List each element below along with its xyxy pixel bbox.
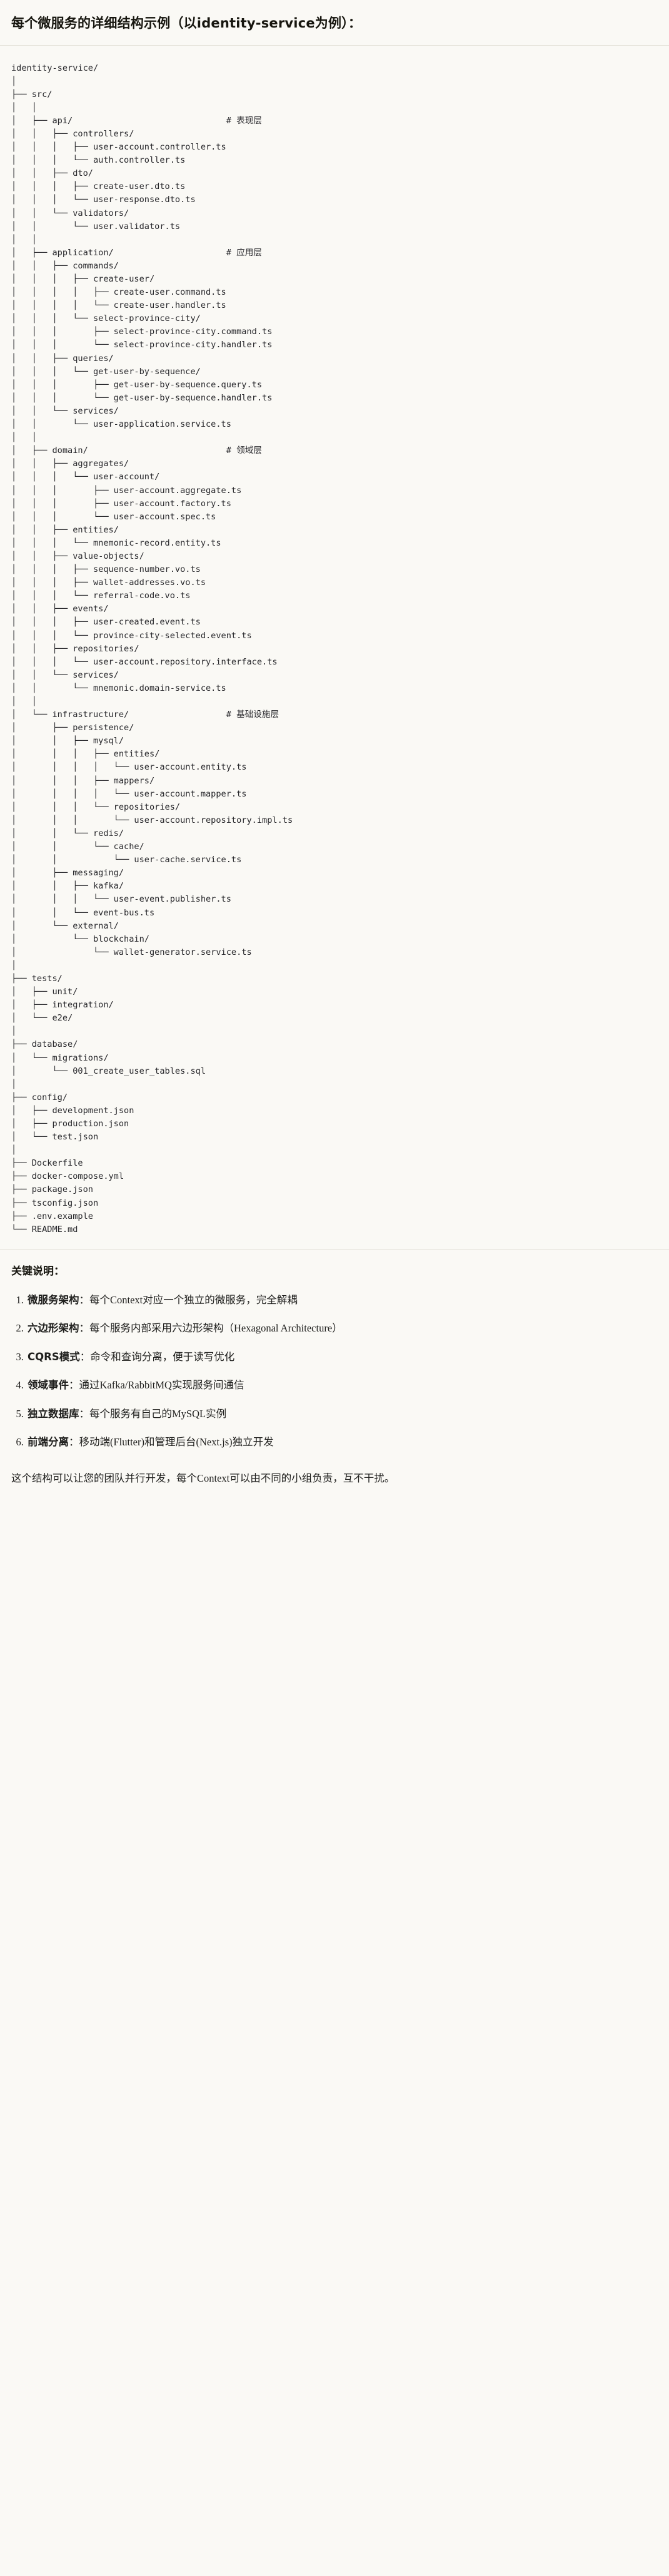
key-note-term: 六边形架构 xyxy=(28,1322,79,1335)
key-note-item: 独立数据库：每个服务有自己的MySQL实例 xyxy=(26,1406,658,1422)
key-note-separator: ： xyxy=(79,1350,91,1363)
key-note-separator: ： xyxy=(79,1407,90,1420)
directory-tree: identity-service/ │ ├── src/ │ │ │ ├── a… xyxy=(11,63,293,1235)
key-note-item: CQRS模式：命令和查询分离，便于读写优化 xyxy=(26,1349,658,1365)
key-note-separator: ： xyxy=(69,1436,79,1448)
title-divider xyxy=(0,44,669,46)
page-root: 每个微服务的详细结构示例（以identity-service为例）： ident… xyxy=(0,0,669,1503)
page-title: 每个微服务的详细结构示例（以identity-service为例）： xyxy=(11,16,362,31)
key-note-separator: ： xyxy=(69,1379,79,1392)
key-note-item: 六边形架构：每个服务内部采用六边形架构（Hexagonal Architectu… xyxy=(26,1320,658,1336)
key-note-description: 命令和查询分离，便于读写优化 xyxy=(90,1350,235,1363)
key-note-description: 移动端(Flutter)和管理后台(Next.js)独立开发 xyxy=(79,1436,274,1448)
key-notes-list: 微服务架构：每个Context对应一个独立的微服务，完全解耦六边形架构：每个服务… xyxy=(11,1292,658,1450)
key-note-term: 微服务架构 xyxy=(28,1293,79,1306)
key-note-term: 领域事件 xyxy=(28,1379,69,1392)
key-note-term: 前端分离 xyxy=(28,1436,69,1448)
tree-divider xyxy=(0,1248,669,1250)
key-note-description: 每个Context对应一个独立的微服务，完全解耦 xyxy=(89,1293,298,1306)
key-notes-heading: 关键说明： xyxy=(11,1265,64,1278)
key-note-term: CQRS模式 xyxy=(28,1350,80,1363)
closing-paragraph: 这个结构可以让您的团队并行开发，每个Context可以由不同的小组负责，互不干扰… xyxy=(11,1472,395,1485)
key-note-item: 前端分离：移动端(Flutter)和管理后台(Next.js)独立开发 xyxy=(26,1434,658,1450)
key-note-term: 独立数据库 xyxy=(28,1407,79,1420)
key-note-separator: ： xyxy=(79,1293,90,1306)
key-notes-section: 关键说明： 微服务架构：每个Context对应一个独立的微服务，完全解耦六边形架… xyxy=(0,1250,669,1465)
key-note-item: 微服务架构：每个Context对应一个独立的微服务，完全解耦 xyxy=(26,1292,658,1308)
key-note-item: 领域事件：通过Kafka/RabbitMQ实现服务间通信 xyxy=(26,1377,658,1393)
key-note-separator: ： xyxy=(79,1322,90,1335)
key-note-description: 每个服务内部采用六边形架构（Hexagonal Architecture） xyxy=(89,1322,343,1335)
key-note-description: 每个服务有自己的MySQL实例 xyxy=(89,1407,227,1420)
key-note-description: 通过Kafka/RabbitMQ实现服务间通信 xyxy=(79,1379,244,1392)
directory-tree-block: identity-service/ │ ├── src/ │ │ │ ├── a… xyxy=(0,45,669,1249)
